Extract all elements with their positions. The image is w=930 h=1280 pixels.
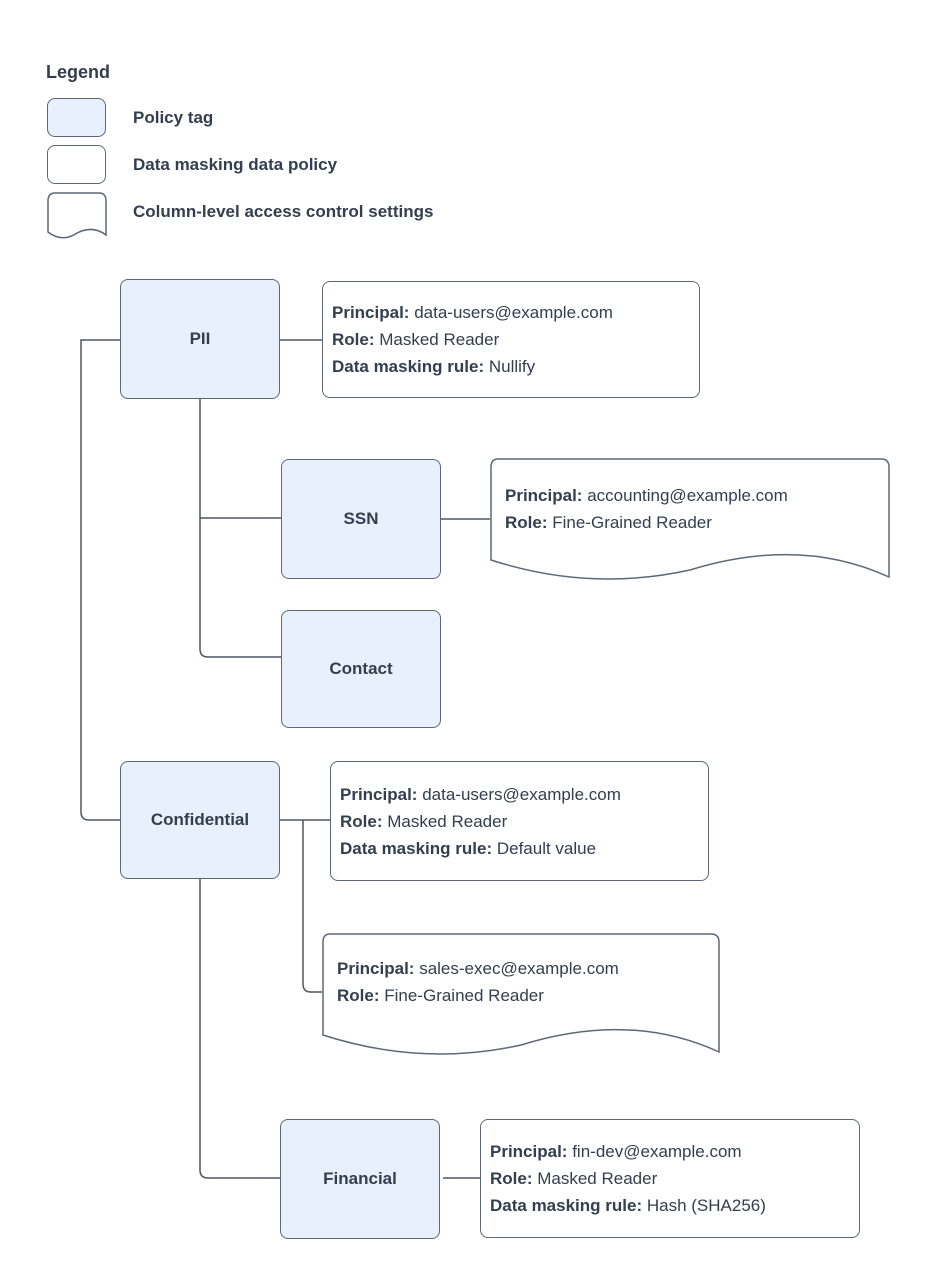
acl-settings-ssn: Principal: accounting@example.com Role: … bbox=[490, 458, 890, 582]
legend-policy-tag-label: Policy tag bbox=[133, 108, 214, 127]
document-shape bbox=[322, 933, 720, 1055]
policy-line: Role: Fine-Grained Reader bbox=[337, 986, 544, 1005]
policy-tag-confidential: Confidential bbox=[120, 761, 280, 879]
policy-line: Role: Fine-Grained Reader bbox=[505, 513, 712, 532]
policy-tag-contact-label: Contact bbox=[329, 659, 393, 678]
policy-line: Principal: data-users@example.com bbox=[332, 303, 613, 322]
policy-tag-confidential-label: Confidential bbox=[150, 810, 250, 829]
connector-pii-children bbox=[199, 399, 281, 658]
connector-confidential-financial bbox=[199, 879, 280, 1179]
document-shape bbox=[490, 458, 890, 580]
legend-data-policy-swatch bbox=[47, 145, 106, 184]
policy-line: Role: Masked Reader bbox=[490, 1169, 658, 1188]
policy-tag-pii: PII bbox=[120, 279, 280, 399]
connector-trunk-pii-confidential bbox=[80, 339, 120, 821]
policy-line: Data masking rule: Hash (SHA256) bbox=[490, 1196, 766, 1215]
legend-acl-swatch bbox=[47, 192, 107, 253]
policy-line: Role: Masked Reader bbox=[332, 330, 500, 349]
policy-line: Data masking rule: Nullify bbox=[332, 357, 536, 376]
data-policy-financial: Principal: fin-dev@example.com Role: Mas… bbox=[480, 1119, 860, 1238]
acl-text: Principal: sales-exec@example.com Role: … bbox=[337, 955, 619, 1009]
data-policy-confidential: Principal: data-users@example.com Role: … bbox=[330, 761, 709, 881]
legend-policy-tag-swatch bbox=[47, 98, 106, 137]
acl-settings-confidential: Principal: sales-exec@example.com Role: … bbox=[322, 933, 720, 1057]
acl-text: Principal: accounting@example.com Role: … bbox=[505, 482, 788, 536]
policy-tag-pii-label: PII bbox=[189, 329, 211, 348]
policy-tag-ssn-label: SSN bbox=[343, 509, 379, 528]
legend-acl-label: Column-level access control settings bbox=[133, 202, 434, 221]
policy-line: Data masking rule: Default value bbox=[340, 838, 597, 858]
policy-line: Principal: fin-dev@example.com bbox=[490, 1142, 742, 1161]
legend-title: Legend bbox=[46, 62, 111, 82]
policy-line: Principal: accounting@example.com bbox=[505, 486, 788, 505]
policy-line: Principal: data-users@example.com bbox=[340, 784, 621, 804]
policy-line: Principal: sales-exec@example.com bbox=[337, 959, 619, 978]
policy-tag-financial: Financial bbox=[280, 1119, 440, 1239]
data-policy-pii: Principal: data-users@example.com Role: … bbox=[322, 281, 700, 398]
policy-tag-ssn: SSN bbox=[281, 459, 441, 579]
policy-tag-contact: Contact bbox=[281, 610, 441, 728]
connector-confidential-acl bbox=[302, 820, 322, 993]
policy-tag-financial-label: Financial bbox=[323, 1169, 397, 1188]
legend-data-policy-label: Data masking data policy bbox=[133, 155, 338, 174]
policy-line: Role: Masked Reader bbox=[340, 811, 508, 831]
